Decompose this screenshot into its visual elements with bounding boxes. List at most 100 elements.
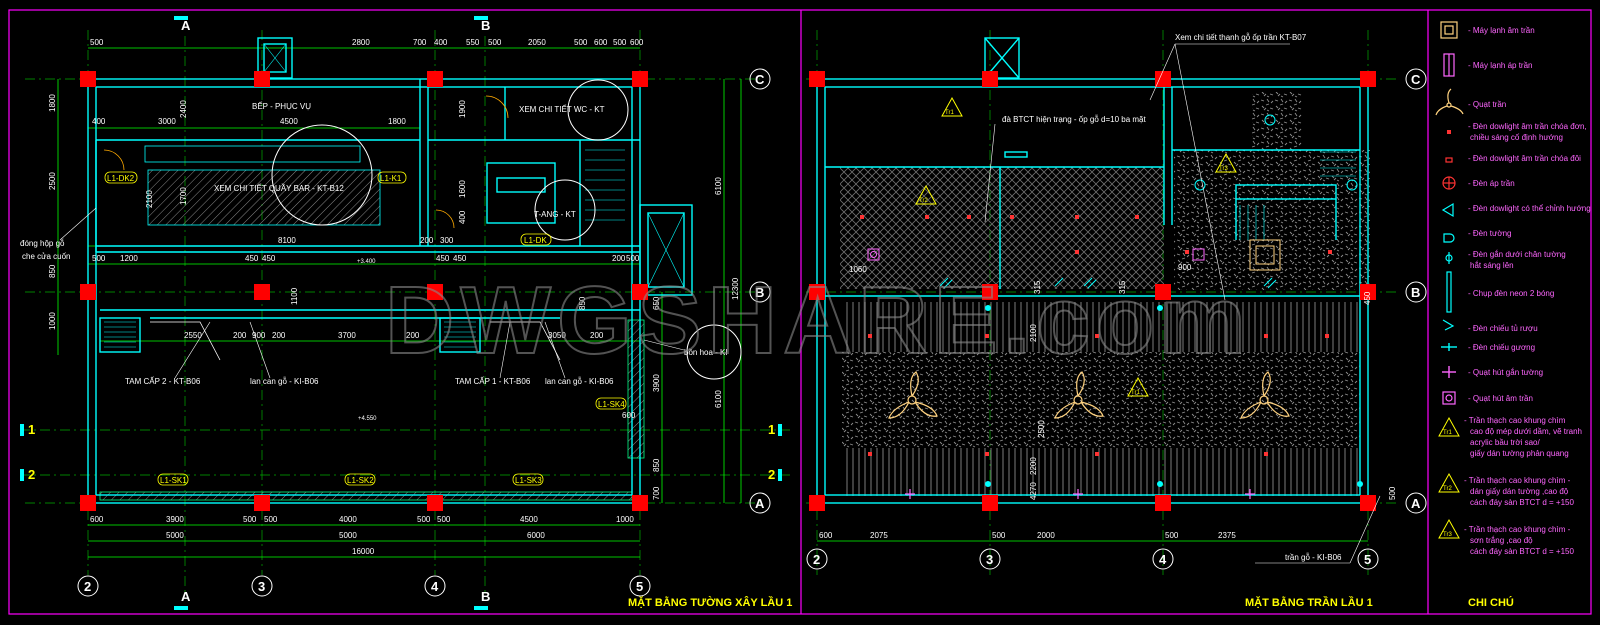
left-tags [104, 171, 627, 486]
tag-tr1: Tr1 [945, 110, 954, 116]
dim-text: 2050 [528, 38, 546, 47]
dim-text: 450 [1363, 291, 1372, 305]
dim-text: 400 [434, 38, 448, 47]
grid-label-1-right: 1 [768, 422, 775, 437]
ceiling-exhaust-icon [1442, 391, 1456, 405]
dim-text: 12300 [731, 277, 740, 300]
legend: Tr1 Tr2 Tr3 - Máy lạnh âm trần - Máy lạn… [1435, 21, 1591, 609]
spotlight-icon [1442, 319, 1455, 331]
ceiling-ac-icon [1440, 21, 1458, 39]
ceiling-fan-icon [888, 371, 938, 419]
dim-text: 500 [488, 38, 502, 47]
left-top-dims: 500 2800 700 400 550 500 2050 500 600 50… [90, 38, 644, 340]
right-grid-label-a: A [1411, 496, 1421, 511]
left-columns [80, 71, 648, 511]
dim-text: 200 [612, 254, 626, 263]
dim-text: 500 [574, 38, 588, 47]
dim-text: 1800 [48, 94, 57, 112]
railing-2-label: lan can gỗ - KI-B06 [545, 377, 614, 386]
dim-text: 500 [626, 254, 640, 263]
dim-text: 3900 [166, 515, 184, 524]
wall-light-icons [985, 305, 1363, 487]
dim-text: 2375 [1218, 531, 1236, 540]
dim-text: 315 [1118, 280, 1127, 294]
wc-detail-label: XEM CHI TIẾT WC - KT [519, 104, 605, 114]
dim-text: 500 [992, 531, 1006, 540]
grid-label-a-left: A [755, 496, 765, 511]
ceiling-fan-icon [1054, 371, 1104, 419]
dim-text: 2000 [1037, 531, 1055, 540]
zone-wc-terrazzo [1174, 150, 1370, 290]
zone-terrazzo-main [842, 352, 1360, 448]
ceiling-tr2-icon [1438, 472, 1460, 493]
railing-1-label: lan can gỗ - KI-B06 [250, 377, 319, 386]
dim-text: 900 [252, 331, 266, 340]
legend-label: dán giấy dán tường ,cao độ [1470, 487, 1569, 496]
wc-stair-treads [1239, 151, 1356, 240]
zone-slats-top [842, 302, 1360, 352]
dim-text: 450 [453, 254, 467, 263]
box-label: đóng hộp gỗ [20, 239, 65, 248]
legend-title: CHI CHÚ [1468, 596, 1514, 609]
zone-slats-bottom [842, 448, 1360, 496]
legend-label: - Chụp đèn neon 2 bóng [1468, 289, 1554, 298]
dim-text: 6100 [714, 390, 723, 408]
grid-label-1-left: 1 [28, 422, 35, 437]
left-dimension-lines [57, 47, 742, 558]
dim-text: 1800 [388, 117, 406, 126]
tag-l1-dk2: L1-DK2 [107, 174, 135, 183]
detail-label: Xem chi tiết thanh gỗ ốp trần KT-B07 [1175, 33, 1307, 42]
dim-text: 500 [243, 515, 257, 524]
bar-detail-label: XEM CHI TIẾT QUẦY BAR - KT-B12 [214, 183, 344, 193]
dim-total-text: 16000 [352, 547, 375, 556]
dim-text: 3700 [338, 331, 356, 340]
legend-label: - Đèn tường [1468, 229, 1512, 238]
bottom-planter-strip [99, 491, 633, 501]
railings [150, 321, 561, 361]
grid-label-a-top: A [181, 18, 191, 33]
left-section-marks [20, 16, 782, 610]
dim-text: 600 [90, 515, 104, 524]
double-downlight-icon [1445, 157, 1453, 163]
right-grid-bubbles [806, 68, 1427, 570]
single-downlight-icon [1447, 130, 1451, 134]
tag-l1-sk4: L1-SK4 [598, 400, 625, 409]
box-label-2: che cửa cuốn [22, 252, 71, 261]
stair-treads [104, 43, 685, 348]
grid-label-3: 3 [258, 579, 265, 594]
dim-text: 600 [819, 531, 833, 540]
right-grid-label-b: B [1411, 285, 1420, 300]
mirror-light-icon [1441, 343, 1457, 351]
grid-label-2-left: 2 [28, 467, 35, 482]
dim-text: 200 [420, 236, 434, 245]
ceiling-label: trần gỗ - KI-B06 [1285, 553, 1342, 562]
dim-text: 500 [264, 515, 278, 524]
dim-text: 500 [613, 38, 627, 47]
zone-tr2-diag [840, 167, 1164, 225]
right-plan-title: MẶT BẰNG TRẦN LẦU 1 [1245, 596, 1373, 609]
dim-text: 2075 [870, 531, 888, 540]
legend-label: cách đáy sàn BTCT d = +150 [1470, 547, 1574, 556]
dim-text: 300 [440, 236, 454, 245]
dim-text: 4500 [280, 117, 298, 126]
level-label-2: +4.550 [358, 416, 377, 422]
dim-text: 500 [1388, 486, 1397, 500]
left-vertical-dims: 1800 2500 850 1000 6100 12300 6100 3900 … [48, 94, 740, 500]
legend-label: - Quạt hút âm trần [1468, 394, 1533, 403]
grid-label-4: 4 [431, 579, 439, 594]
dim-text: 200 [590, 331, 604, 340]
mirror-light-icons [905, 489, 1255, 499]
dim-text: 2500 [1037, 420, 1046, 438]
dim-text: 400 [92, 117, 106, 126]
legend-label: cao độ mép dưới dầm, vẽ tranh [1470, 427, 1582, 436]
ceiling-tr3-icon [1438, 518, 1460, 539]
ceiling-fan-icon [1435, 88, 1464, 116]
right-grid-label-c: C [1411, 72, 1421, 87]
dim-text: 2800 [352, 38, 370, 47]
grid-label-5: 5 [636, 579, 643, 594]
ceiling-exhaust-icons [867, 248, 1205, 261]
dim-text: 500 [92, 254, 106, 263]
neon-light-icon [1446, 271, 1452, 313]
dim-text: 4500 [520, 515, 538, 524]
left-plan-title: MẶT BẰNG TƯỜNG XÂY LẦU 1 [628, 596, 792, 609]
